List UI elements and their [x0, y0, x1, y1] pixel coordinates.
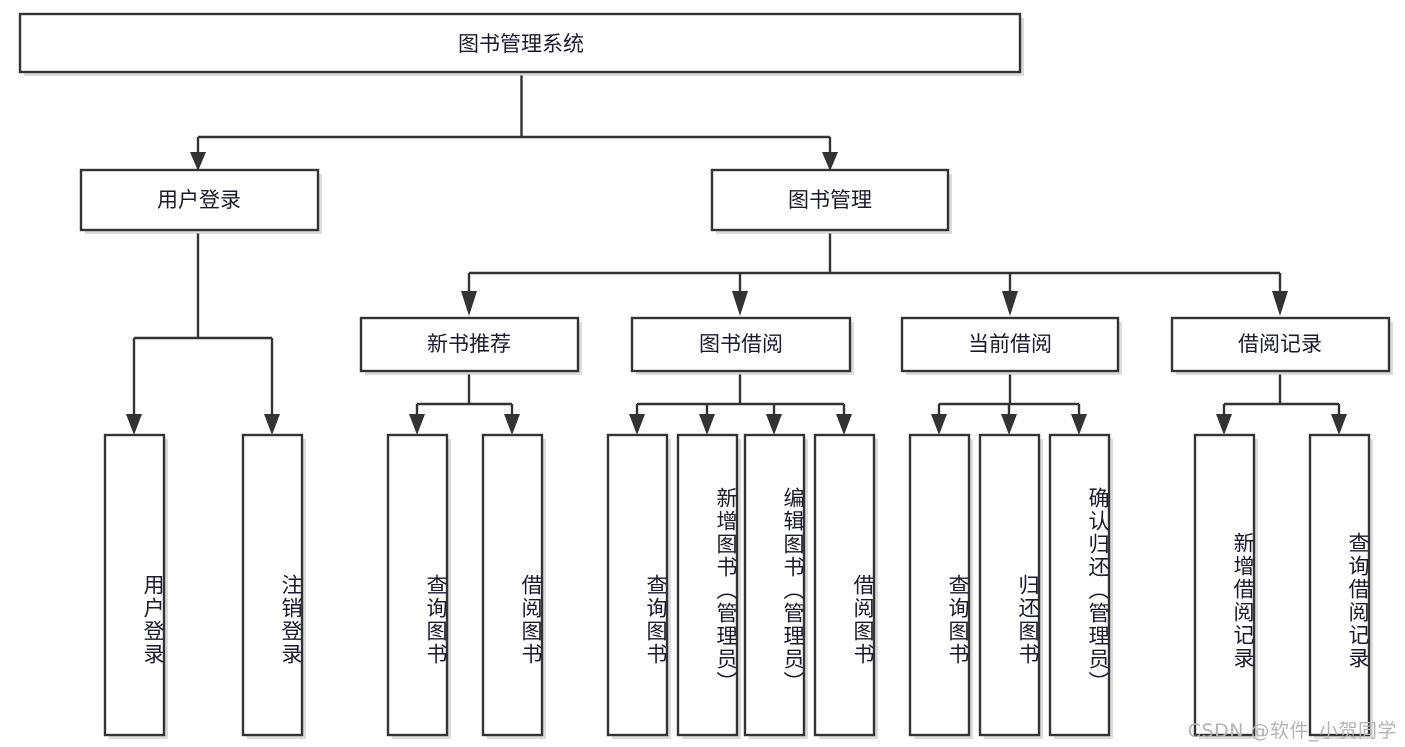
leaf-query-book-1-box [386, 433, 449, 737]
borrow-record-box [1170, 316, 1391, 373]
node-leaf-borrow-book-2[interactable] [813, 433, 878, 739]
new-book-rec-label: 新书推荐 [427, 332, 511, 356]
node-leaf-return-book[interactable] [978, 433, 1043, 739]
leaf-user-login-box [103, 433, 166, 737]
user-login-label: 用户登录 [157, 188, 241, 212]
arrowhead-new-book-rec [461, 291, 477, 316]
node-leaf-edit-book[interactable] [743, 433, 808, 739]
arrowhead-user-login [190, 152, 206, 171]
current-borrow-box [900, 316, 1120, 373]
arrowhead-leaf-borrow-book-1 [504, 414, 520, 435]
node-leaf-add-book[interactable] [676, 433, 741, 739]
leaf-add-book-box [676, 433, 739, 737]
node-leaf-borrow-book-1[interactable] [481, 433, 546, 739]
leaf-query-book-2-box [606, 433, 669, 737]
arrowhead-leaf-user-logout [264, 414, 280, 435]
leaf-query-book-3-box [908, 433, 971, 737]
arrowhead-leaf-query-book-2 [629, 414, 645, 435]
node-leaf-query-book-3[interactable] [908, 433, 973, 739]
arrowhead-leaf-query-book-1 [409, 414, 425, 435]
csdn-watermark: CSDN @软件_小贺同学 [1187, 720, 1397, 742]
node-book-manage[interactable]: 图书管理 [710, 168, 952, 234]
leaf-borrow-book-2-box [813, 433, 876, 737]
arrowhead-leaf-borrow-book-2 [836, 414, 852, 435]
node-leaf-query-record[interactable] [1308, 433, 1373, 739]
user-login-box [79, 168, 320, 232]
connector-layer [126, 75, 1347, 435]
node-leaf-user-login[interactable] [103, 433, 168, 739]
node-leaf-add-record[interactable] [1193, 433, 1258, 739]
node-leaf-user-logout[interactable] [241, 433, 306, 739]
arrowhead-leaf-user-login [126, 414, 142, 435]
arrowhead-leaf-return-book [1001, 414, 1017, 435]
new-book-rec-box [359, 316, 580, 373]
root-label: 图书管理系统 [458, 32, 584, 56]
book-manage-label: 图书管理 [788, 188, 872, 212]
leaf-user-logout-box [241, 433, 304, 737]
node-root[interactable]: 图书管理系统 [18, 12, 1024, 76]
node-leaf-query-book-1[interactable] [386, 433, 451, 739]
node-leaf-confirm-return[interactable] [1048, 433, 1113, 739]
leaf-return-book-box [978, 433, 1041, 737]
book-manage-box [710, 168, 950, 232]
leaf-query-record-box [1308, 433, 1371, 737]
current-borrow-label: 当前借阅 [968, 332, 1052, 356]
arrowhead-book-borrow [732, 291, 748, 316]
leaf-add-record-box [1193, 433, 1256, 737]
node-leaf-query-book-2[interactable] [606, 433, 671, 739]
arrowhead-book-manage [822, 152, 838, 171]
arrowhead-leaf-edit-book [766, 414, 782, 435]
borrow-record-label: 借阅记录 [1238, 332, 1322, 356]
arrowhead-leaf-confirm-return [1071, 414, 1087, 435]
leaf-boxes-layer [103, 433, 1373, 739]
node-borrow-record[interactable]: 借阅记录 [1170, 316, 1393, 375]
arrowhead-leaf-add-book [699, 414, 715, 435]
node-new-book-rec[interactable]: 新书推荐 [359, 316, 582, 375]
book-borrow-box [630, 316, 852, 373]
leaf-confirm-return-box [1048, 433, 1111, 737]
leaf-borrow-book-1-box [481, 433, 544, 737]
root-box [18, 12, 1022, 74]
arrowhead-leaf-query-record [1331, 414, 1347, 435]
book-borrow-label: 图书借阅 [699, 332, 783, 356]
node-book-borrow[interactable]: 图书借阅 [630, 316, 854, 375]
arrowhead-current-borrow [1002, 291, 1018, 316]
node-user-login[interactable]: 用户登录 [79, 168, 322, 234]
arrowhead-borrow-record [1272, 291, 1288, 316]
leaf-edit-book-box [743, 433, 806, 737]
arrowhead-leaf-add-record [1216, 414, 1232, 435]
node-current-borrow[interactable]: 当前借阅 [900, 316, 1122, 375]
arrowhead-leaf-query-book-3 [931, 414, 947, 435]
